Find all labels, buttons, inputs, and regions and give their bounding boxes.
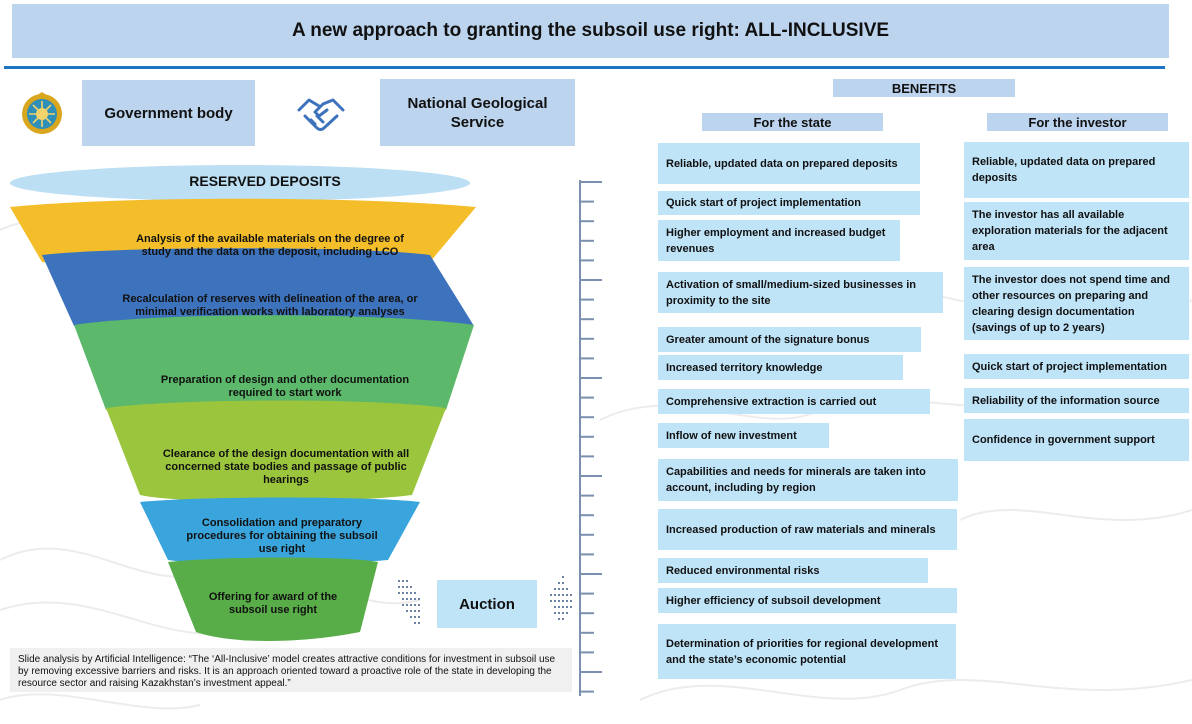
state-benefit-item: Comprehensive extraction is carried out bbox=[658, 389, 930, 414]
investor-benefit-item: The investor does not spend time and oth… bbox=[964, 267, 1189, 340]
state-benefit-item: Quick start of project implementation bbox=[658, 191, 920, 215]
investor-column-header: For the investor bbox=[987, 113, 1168, 131]
handshake-icon bbox=[297, 98, 345, 131]
investor-benefit-item: Quick start of project implementation bbox=[964, 354, 1189, 379]
ruler-scale bbox=[579, 180, 602, 696]
state-benefit-item: Increased production of raw materials an… bbox=[658, 509, 957, 550]
state-column-header: For the state bbox=[702, 113, 883, 131]
benefits-header: BENEFITS bbox=[833, 79, 1015, 97]
investor-benefit-item: Confidence in government support bbox=[964, 419, 1189, 461]
funnel-stage-3-label: Preparation of design and other document… bbox=[160, 374, 410, 399]
funnel-stage-2 bbox=[42, 248, 474, 332]
funnel-stage-6 bbox=[168, 557, 378, 641]
funnel-top-label: RESERVED DEPOSITS bbox=[189, 173, 341, 189]
state-benefit-item: Greater amount of the signature bonus bbox=[658, 327, 921, 352]
national-geological-service-box: National Geological Service bbox=[380, 79, 575, 146]
auction-box: Auction bbox=[437, 580, 537, 628]
state-benefit-item: Higher efficiency of subsoil development bbox=[658, 588, 957, 613]
investor-benefit-item: Reliable, updated data on prepared depos… bbox=[964, 142, 1189, 198]
funnel-stage-5-label: Consolidation and preparatory procedures… bbox=[186, 516, 378, 555]
state-benefit-item: Capabilities and needs for minerals are … bbox=[658, 459, 958, 501]
investor-benefit-item: Reliability of the information source bbox=[964, 388, 1189, 413]
funnel-stage-2-label: Recalculation of reserves with delineati… bbox=[122, 293, 418, 318]
kazakhstan-emblem-icon bbox=[22, 92, 62, 134]
state-benefit-item: Reliable, updated data on prepared depos… bbox=[658, 143, 920, 184]
ai-analysis-note: Slide analysis by Artificial Intelligenc… bbox=[10, 648, 572, 692]
state-benefit-item: Inflow of new investment bbox=[658, 423, 829, 448]
title-divider bbox=[4, 66, 1165, 69]
funnel-stage-4-label: Clearance of the design documentation wi… bbox=[162, 447, 410, 486]
state-benefit-item: Increased territory knowledge bbox=[658, 355, 903, 380]
state-benefit-item: Determination of priorities for regional… bbox=[658, 624, 956, 679]
state-benefit-item: Reduced environmental risks bbox=[658, 558, 928, 583]
state-benefit-item: Higher employment and increased budget r… bbox=[658, 220, 900, 261]
funnel-top-ellipse bbox=[10, 165, 470, 201]
state-benefit-item: Activation of small/medium-sized busines… bbox=[658, 272, 943, 313]
funnel-diagram bbox=[10, 165, 476, 641]
dot-map-right-icon bbox=[550, 576, 572, 620]
page-title: A new approach to granting the subsoil u… bbox=[12, 4, 1169, 58]
investor-benefit-item: The investor has all available explorati… bbox=[964, 202, 1189, 260]
government-body-box: Government body bbox=[82, 80, 255, 146]
funnel-stage-6-label: Offering for award of the subsoil use ri… bbox=[208, 591, 338, 616]
funnel-stage-1-label: Analysis of the available materials on t… bbox=[136, 233, 404, 258]
funnel-stage-4 bbox=[106, 400, 446, 502]
funnel-stage-5 bbox=[140, 497, 420, 565]
dot-map-left-icon bbox=[398, 580, 420, 624]
funnel-stage-3 bbox=[74, 315, 474, 418]
